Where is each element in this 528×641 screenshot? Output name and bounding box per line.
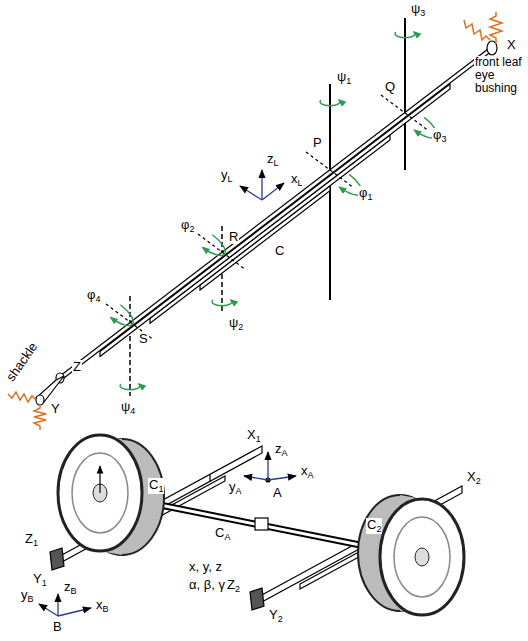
part-label: x, y, z [188,560,223,574]
left-wheel [58,435,164,555]
part-label: X [506,38,517,52]
rotation-axes [130,18,405,396]
part-label: Q [384,80,396,94]
part-label: X2 [466,470,482,486]
bushing-springs [8,12,502,430]
part-label: CA [214,526,231,542]
part-label: xA [300,464,315,480]
part-label: P [312,136,323,150]
part-label: zB [63,580,78,596]
right-wheel [358,495,464,615]
part-label: φ1 [358,186,373,202]
local-frame [240,170,284,200]
lateral-axes [106,95,429,340]
rotation-arrows [111,32,437,390]
part-label: φ4 [86,288,101,304]
part-label: Y [50,402,61,416]
part-label: zA [274,442,289,458]
part-label: B [52,620,63,634]
part-label: X1 [246,428,262,444]
part-label: C [274,244,285,258]
part-label: yL [220,168,234,184]
part-label: φ2 [180,218,195,234]
part-label: Y2 [268,608,284,624]
part-label: xB [95,598,110,614]
part-label: S [138,332,149,346]
part-label: φ3 [432,128,447,144]
part-label: C1 [148,478,164,494]
part-label: Y1 [32,572,48,588]
part-label: ψ3 [410,2,426,18]
part-label: zL [266,152,280,168]
base-frame [39,594,91,616]
part-label: xL [290,172,304,188]
part-label: C2 [366,518,382,534]
part-label: ψ4 [120,400,136,416]
part-label: shackle [3,339,41,385]
part-label: ψ1 [336,70,352,86]
part-label: yB [20,588,35,604]
part-label: Z [72,360,82,374]
part-label: front leaf eye bushing [474,56,524,95]
part-label: α, β, γ [188,578,226,592]
part-label: Z1 [24,532,39,548]
leaf-spring [36,41,497,405]
part-label: Z2 [226,578,241,594]
part-label: A [272,486,283,500]
part-label: ψ2 [228,316,244,332]
part-label: R [228,230,239,244]
part-label: yA [228,480,243,496]
